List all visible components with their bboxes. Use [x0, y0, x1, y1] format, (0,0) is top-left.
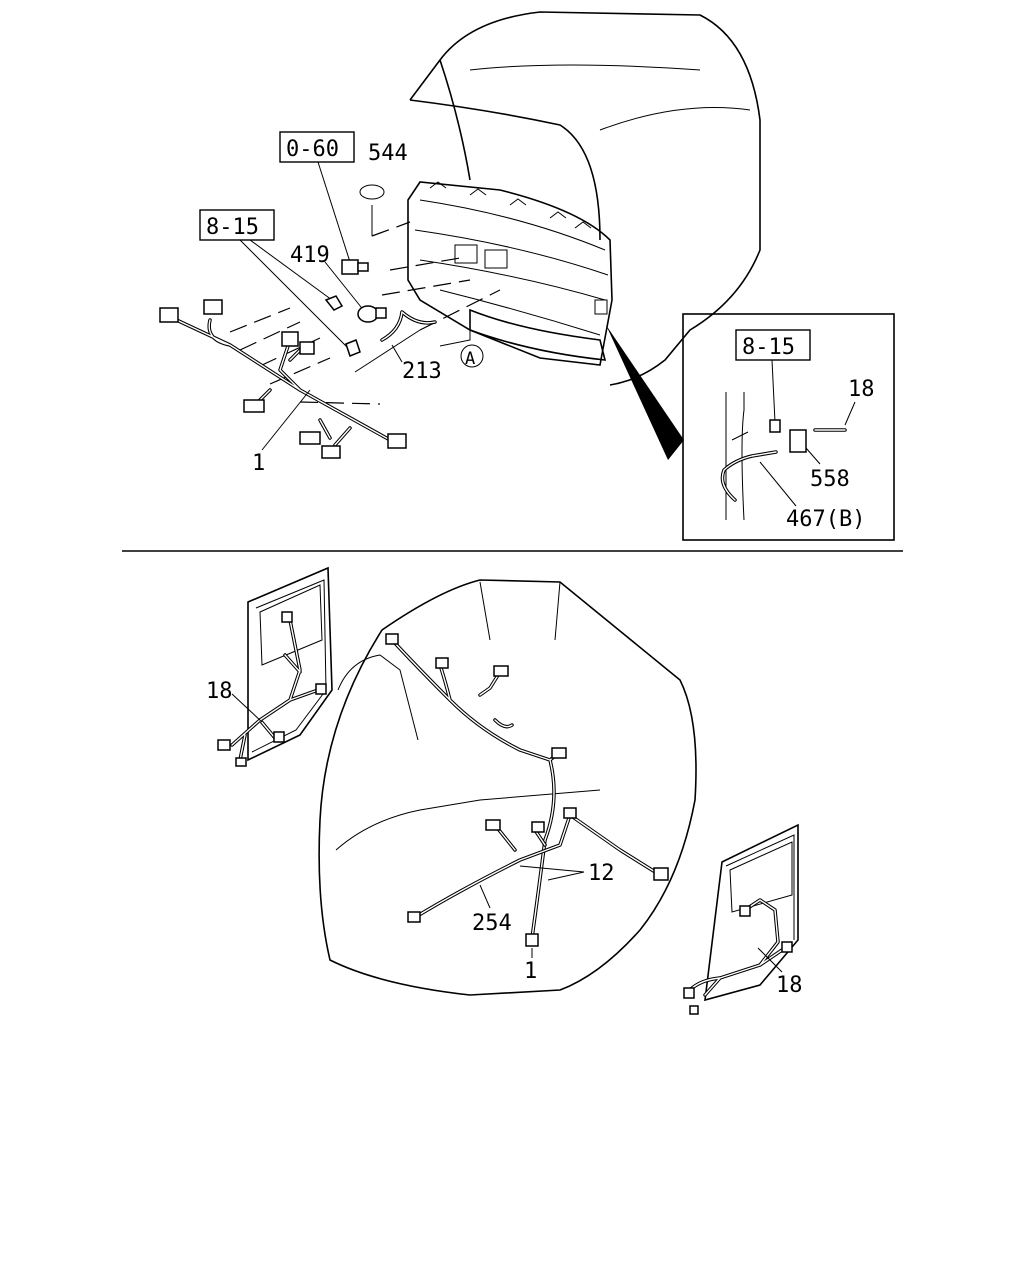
cab-interior: [318, 579, 697, 996]
ref-label-8-15-main: 8-15: [206, 215, 259, 240]
callout-12: 12: [588, 861, 615, 886]
bottom-section: 18 12 254 1: [206, 566, 803, 1015]
ref-box-8-15-main: [199, 209, 275, 241]
ref-box-0-60: [279, 131, 355, 163]
right-door: [683, 823, 799, 1015]
callout-a: A: [465, 349, 475, 369]
callout-419: 419: [290, 243, 330, 268]
clip-part-lower: [345, 339, 361, 357]
left-door: [217, 566, 333, 767]
front-grille-panel: [407, 181, 613, 366]
callout-213: 213: [402, 359, 442, 384]
callout-18-right: 18: [776, 973, 803, 998]
ref-box-8-15-inset: [735, 329, 811, 361]
main-harness: [159, 299, 407, 459]
part-558-connector: [789, 429, 807, 453]
part-467b-wire: [720, 450, 778, 502]
cab-outline: [409, 11, 761, 386]
clip-part-upper: [324, 295, 344, 311]
callout-18-inset: 18: [848, 377, 875, 402]
callout-558: 558: [810, 467, 850, 492]
callout-467b: 467(B): [786, 507, 865, 532]
callout-544: 544: [368, 141, 408, 166]
callout-1-bottom: 1: [524, 959, 537, 984]
ref-label-0-60: 0-60: [286, 137, 339, 162]
ref-label-8-15-inset: 8-15: [742, 335, 795, 360]
bumper: [469, 308, 607, 361]
inset-detail-b: 8-15 18 558 467(B): [682, 313, 895, 541]
callout-254: 254: [472, 911, 512, 936]
roof-harness: [385, 633, 669, 947]
part-419-bolt: [341, 259, 387, 323]
top-section: 0-60 544 419 8-15 213 A: [159, 11, 895, 541]
callout-1-top: 1: [252, 451, 265, 476]
callout-18-left: 18: [206, 679, 233, 704]
callout-a-circle: [460, 344, 484, 368]
inset-pointer: [606, 325, 684, 460]
part-544-cap: [359, 184, 385, 200]
